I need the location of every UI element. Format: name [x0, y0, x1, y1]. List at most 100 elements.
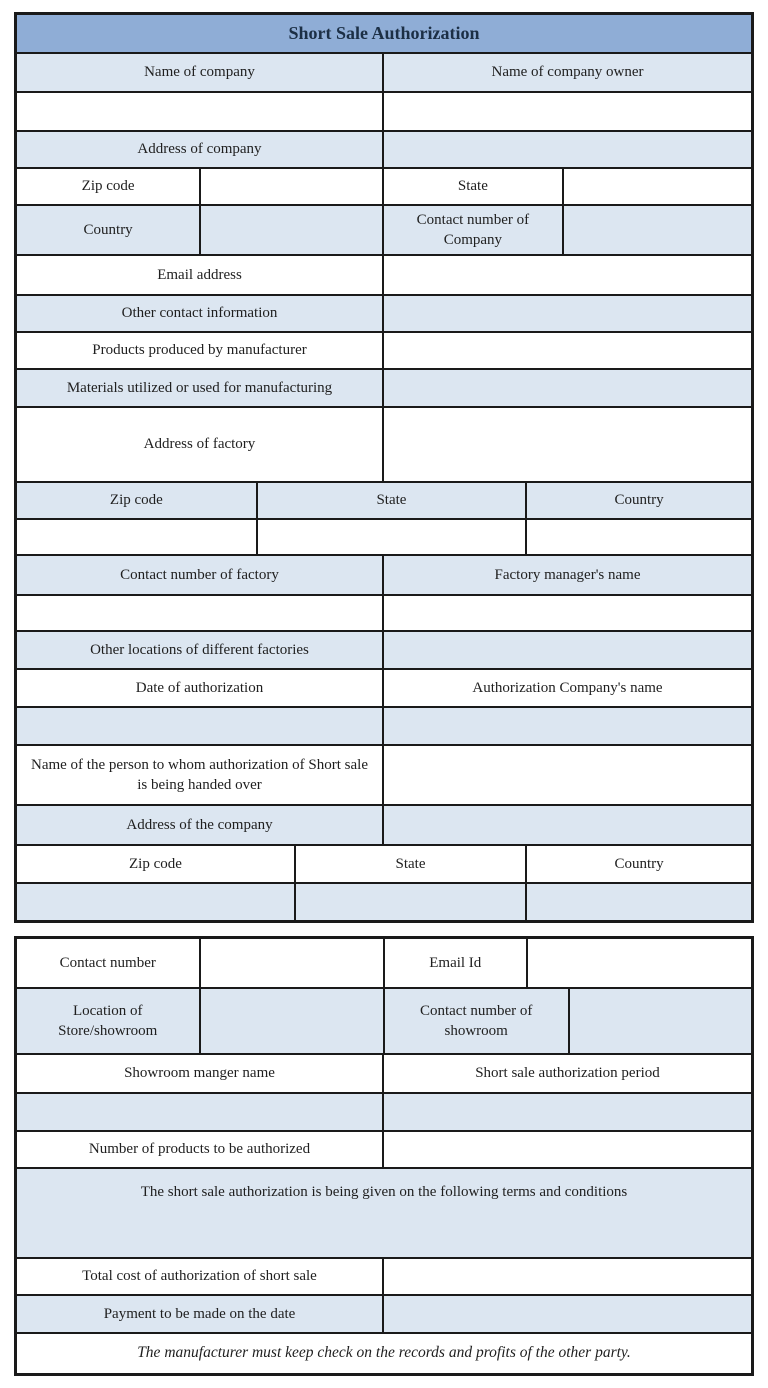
- form-row: Short Sale Authorization: [17, 15, 751, 54]
- input-cell[interactable]: [563, 169, 751, 204]
- input-cell[interactable]: [384, 370, 751, 406]
- field-label-contact-number: Contact number: [17, 939, 201, 987]
- form-title: Short Sale Authorization: [17, 15, 751, 52]
- field-label-zip-code: Zip code: [17, 846, 296, 882]
- field-label-address-of-factory: Address of factory: [17, 408, 384, 481]
- form-row: Name of the person to whom authorization…: [17, 746, 751, 806]
- form-row: [17, 520, 751, 556]
- field-label-email-address: Email address: [17, 256, 384, 294]
- field-label-total-cost-of-authorization-of-short: Total cost of authorization of short sal…: [17, 1259, 384, 1294]
- field-label-contact-number-of-showroom: Contact number of showroom: [384, 989, 570, 1053]
- input-cell[interactable]: [527, 520, 751, 554]
- input-cell[interactable]: [200, 939, 385, 987]
- input-cell[interactable]: [384, 296, 751, 331]
- input-cell[interactable]: [384, 93, 751, 130]
- input-cell[interactable]: [384, 596, 751, 630]
- field-label-state: State: [383, 169, 564, 204]
- input-cell[interactable]: [384, 708, 751, 744]
- form-row: Location of Store/showroom Contact number…: [17, 989, 751, 1055]
- form-row: [17, 93, 751, 132]
- form-row: Address of factory: [17, 408, 751, 483]
- input-cell[interactable]: [200, 989, 385, 1053]
- field-label-contact-number-of-factory: Contact number of factory: [17, 556, 384, 594]
- input-cell[interactable]: [17, 1094, 384, 1130]
- input-cell[interactable]: [201, 169, 384, 204]
- field-label-zip-code: Zip code: [17, 169, 202, 204]
- form-row: [17, 1094, 751, 1132]
- field-label-zip-code: Zip code: [17, 483, 258, 518]
- form-row: The short sale authorization is being gi…: [17, 1169, 751, 1259]
- field-label-authorization-company-s-name: Authorization Company's name: [384, 670, 751, 706]
- field-label-short-sale-authorization-period: Short sale authorization period: [384, 1055, 751, 1092]
- field-label-other-locations-of-different-factories: Other locations of different factories: [17, 632, 384, 668]
- input-cell[interactable]: [384, 1132, 751, 1167]
- field-label-location-of-store-showroom: Location of Store/showroom: [17, 989, 201, 1053]
- field-label-address-of-the-company: Address of the company: [17, 806, 384, 844]
- form-row: [17, 596, 751, 632]
- input-cell[interactable]: [569, 989, 751, 1053]
- form-row: Address of the company: [17, 806, 751, 846]
- form-row: Total cost of authorization of short sal…: [17, 1259, 751, 1296]
- form-row: [17, 884, 751, 920]
- input-cell[interactable]: [17, 93, 384, 130]
- input-cell[interactable]: [384, 1296, 751, 1332]
- input-cell[interactable]: [384, 632, 751, 668]
- input-cell[interactable]: [384, 806, 751, 844]
- input-cell[interactable]: [527, 939, 751, 987]
- field-label-factory-manager-s-name: Factory manager's name: [384, 556, 751, 594]
- input-cell[interactable]: [201, 206, 384, 254]
- form-row: Other locations of different factories: [17, 632, 751, 670]
- input-cell[interactable]: [384, 1259, 751, 1294]
- field-label-contact-number-of-company: Contact number of Company: [383, 206, 564, 254]
- form-row: Zip code State: [17, 169, 751, 206]
- input-cell[interactable]: [17, 520, 258, 554]
- input-cell[interactable]: [257, 520, 528, 554]
- input-cell[interactable]: [17, 596, 384, 630]
- input-cell[interactable]: [17, 884, 296, 920]
- field-label-name-of-the-person-to-whom: Name of the person to whom authorization…: [17, 746, 384, 804]
- field-label-email-id: Email Id: [384, 939, 528, 987]
- input-cell[interactable]: [384, 333, 751, 368]
- form-row: Products produced by manufacturer: [17, 333, 751, 370]
- field-label-payment-to-be-made-on-the: Payment to be made on the date: [17, 1296, 384, 1332]
- form-row: Materials utilized or used for manufactu…: [17, 370, 751, 408]
- input-cell[interactable]: [384, 746, 751, 804]
- field-label-address-of-company: Address of company: [17, 132, 384, 167]
- input-cell[interactable]: [384, 408, 751, 481]
- field-label-state: State: [295, 846, 528, 882]
- field-label-name-of-company: Name of company: [17, 54, 384, 91]
- form-row: The manufacturer must keep check on the …: [17, 1334, 751, 1373]
- field-label-number-of-products-to-be-authorized: Number of products to be authorized: [17, 1132, 384, 1167]
- field-label-name-of-company-owner: Name of company owner: [384, 54, 751, 91]
- field-label-country: Country: [527, 483, 751, 518]
- form-row: Number of products to be authorized: [17, 1132, 751, 1169]
- field-label-country: Country: [17, 206, 202, 254]
- field-label-country: Country: [527, 846, 751, 882]
- input-cell[interactable]: [295, 884, 528, 920]
- form-row: [17, 708, 751, 746]
- form-row: Contact number Email Id: [17, 939, 751, 989]
- form-row: Country Contact number of Company: [17, 206, 751, 256]
- field-label-products-produced-by-manufacturer: Products produced by manufacturer: [17, 333, 384, 368]
- field-label-other-contact-information: Other contact information: [17, 296, 384, 331]
- field-label-date-of-authorization: Date of authorization: [17, 670, 384, 706]
- footer-note: The manufacturer must keep check on the …: [17, 1334, 751, 1373]
- input-cell[interactable]: [384, 132, 751, 167]
- field-label-the-short-sale-authorization-is-being: The short sale authorization is being gi…: [17, 1169, 751, 1257]
- form-row: Other contact information: [17, 296, 751, 333]
- input-cell[interactable]: [384, 256, 751, 294]
- form-row: Email address: [17, 256, 751, 296]
- field-label-materials-utilized-or-used-for-manufacturing: Materials utilized or used for manufactu…: [17, 370, 384, 406]
- form-row: Payment to be made on the date: [17, 1296, 751, 1334]
- input-cell[interactable]: [384, 1094, 751, 1130]
- input-cell[interactable]: [17, 708, 384, 744]
- input-cell[interactable]: [527, 884, 751, 920]
- input-cell[interactable]: [563, 206, 751, 254]
